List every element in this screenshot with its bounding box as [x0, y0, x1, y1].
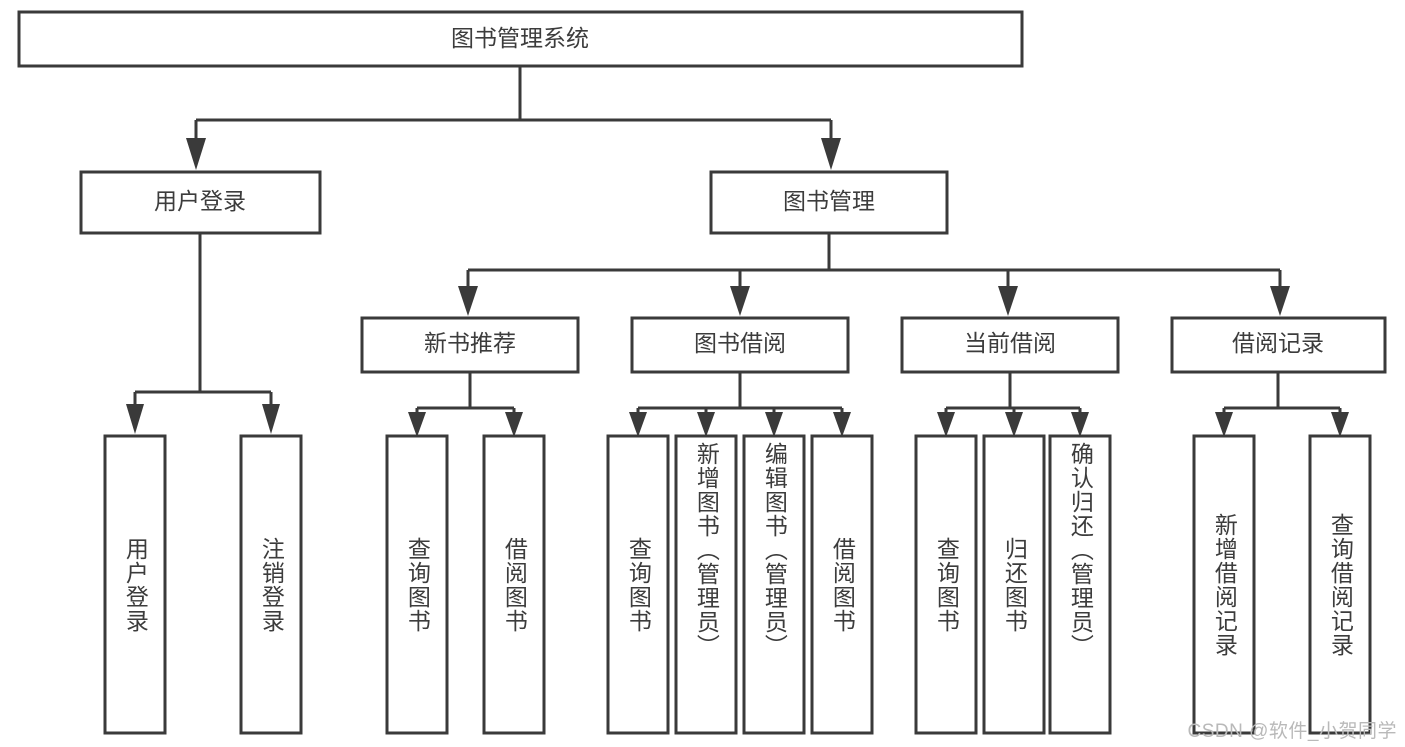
leaf-box-query-book-1[interactable] — [385, 434, 449, 735]
root-box[interactable] — [17, 10, 1024, 68]
arrow-leaf-query-book-1 — [408, 412, 426, 437]
book-borrow-label: 图书借阅 — [694, 330, 786, 356]
leaf-box-add-record[interactable] — [1192, 434, 1256, 735]
leaf-box-logout[interactable] — [239, 434, 303, 735]
arrow-new-book-recommend — [458, 286, 478, 316]
csdn-watermark: CSDN @软件_小贺同学 — [1187, 721, 1397, 742]
borrow-record-label: 借阅记录 — [1232, 330, 1324, 356]
node-current-borrow[interactable]: 当前借阅 — [900, 316, 1120, 374]
arrow-leaf-add-book — [697, 412, 715, 437]
arrow-leaf-user-login — [126, 404, 144, 434]
leaf-box-query-book-3[interactable] — [914, 434, 978, 735]
current-borrow-label: 当前借阅 — [964, 330, 1056, 356]
arrow-book-borrow — [730, 286, 750, 316]
leaf-box-add-book[interactable] — [674, 434, 738, 735]
arrow-user-login — [186, 138, 206, 170]
arrow-leaf-query-book-3 — [937, 412, 955, 437]
arrow-leaf-return-book — [1005, 412, 1023, 437]
node-user-login[interactable]: 用户登录 — [79, 170, 322, 235]
arrow-leaf-borrow-book-2 — [833, 412, 851, 437]
new-book-recommend-label: 新书推荐 — [424, 330, 516, 356]
leaf-box-query-record[interactable] — [1308, 434, 1372, 735]
node-book-borrow[interactable]: 图书借阅 — [630, 316, 850, 374]
user-login-label: 用户登录 — [154, 188, 246, 214]
borrow-record-box[interactable] — [1170, 316, 1387, 374]
leaf-box-query-book-2[interactable] — [606, 434, 670, 735]
arrow-leaf-add-record — [1215, 412, 1233, 437]
arrow-leaf-borrow-book-1 — [505, 412, 523, 437]
new-book-recommend-box[interactable] — [360, 316, 580, 374]
node-new-book-recommend[interactable]: 新书推荐 — [360, 316, 580, 374]
arrow-leaf-edit-book — [765, 412, 783, 437]
leaf-box-return-book[interactable] — [982, 434, 1046, 735]
root-label: 图书管理系统 — [451, 25, 589, 51]
node-book-manage[interactable]: 图书管理 — [709, 170, 949, 235]
node-borrow-record[interactable]: 借阅记录 — [1170, 316, 1387, 374]
book-manage-box[interactable] — [709, 170, 949, 235]
leaf-box-borrow-book-1[interactable] — [482, 434, 546, 735]
arrow-book-manage — [821, 138, 841, 170]
arrow-leaf-query-book-2 — [629, 412, 647, 437]
current-borrow-box[interactable] — [900, 316, 1120, 374]
leaf-box-edit-book[interactable] — [742, 434, 806, 735]
arrow-leaf-logout — [262, 404, 280, 434]
node-root[interactable]: 图书管理系统 — [17, 10, 1024, 68]
leaf-box-user-login[interactable] — [103, 434, 167, 735]
leaf-box-borrow-book-2[interactable] — [810, 434, 874, 735]
arrow-borrow-record — [1270, 286, 1290, 316]
book-borrow-box[interactable] — [630, 316, 850, 374]
leaf-box-confirm-return[interactable] — [1048, 434, 1112, 735]
arrow-current-borrow — [998, 286, 1018, 316]
arrow-leaf-confirm-return — [1071, 412, 1089, 437]
book-manage-label: 图书管理 — [783, 188, 875, 214]
arrow-leaf-query-record — [1331, 412, 1349, 437]
